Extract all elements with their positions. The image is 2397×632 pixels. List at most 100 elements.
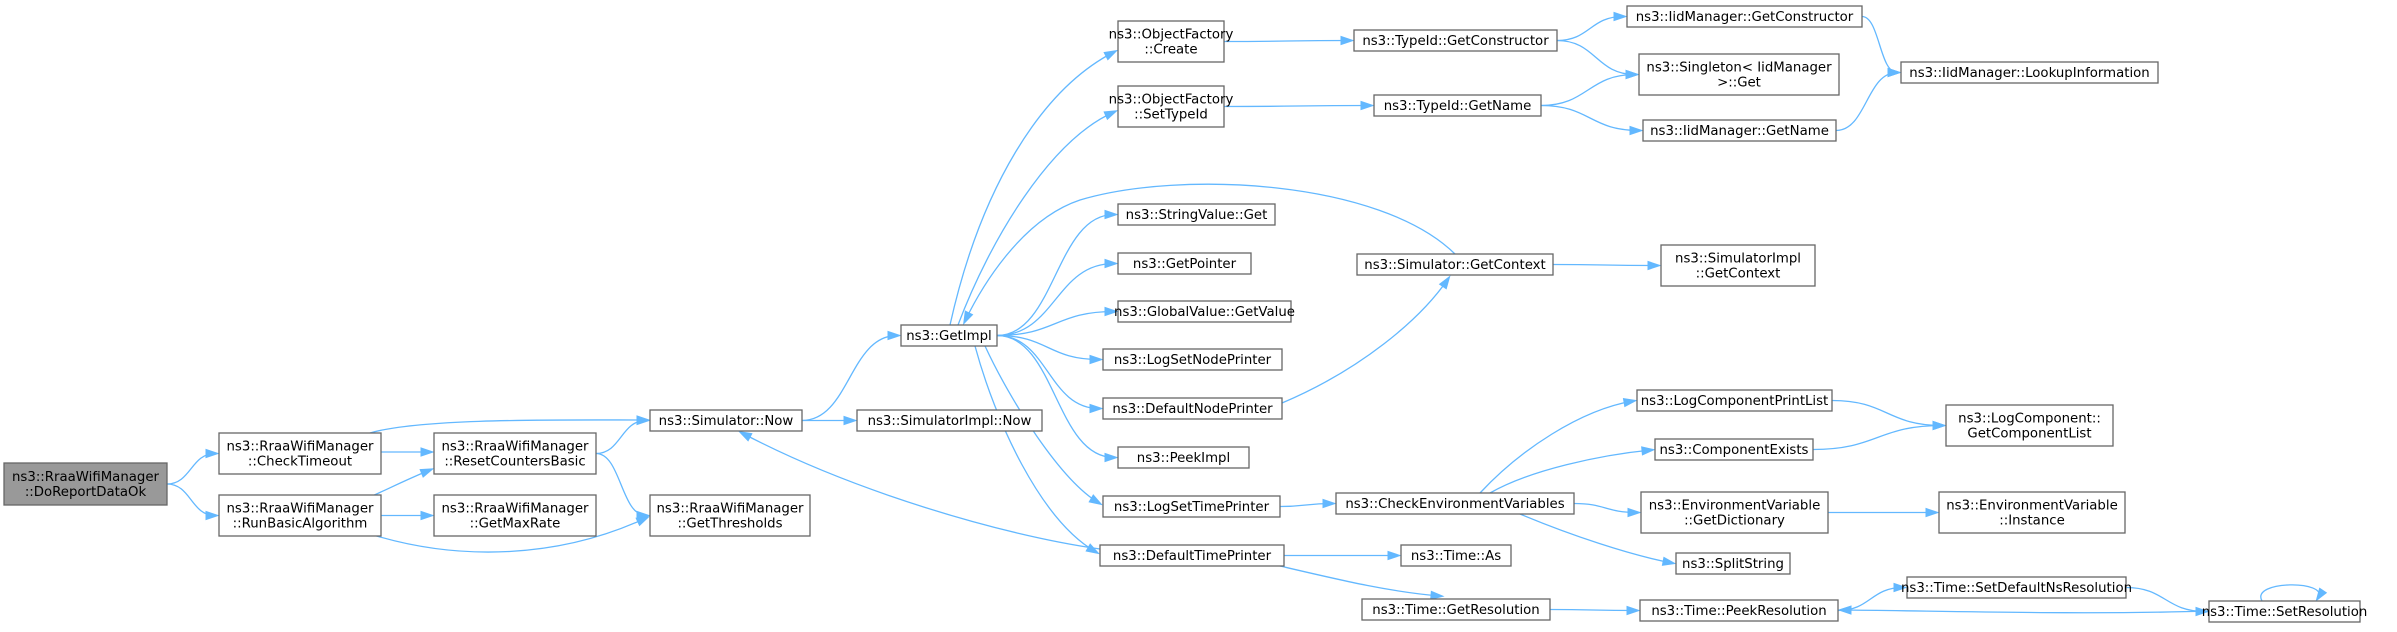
arrowhead <box>419 468 435 478</box>
edge-ns3-time-peekresolution-to-ns3-time-setdefaultnsresolution <box>1837 582 1908 612</box>
node-ns3-rraawifimanager-doreportdataok: ns3::RraaWifiManager::DoReportDataOk <box>3 462 168 506</box>
arrowhead <box>1340 35 1355 46</box>
node-label-line: GetComponentList <box>1967 427 2091 442</box>
node-ns3-logcomponentprintlist[interactable]: ns3::LogComponentPrintList <box>1636 389 1833 412</box>
node-ns3-objectfactory-create[interactable]: ns3::ObjectFactory::Create <box>1109 20 1234 63</box>
node-ns3-simulatorimpl-now[interactable]: ns3::SimulatorImpl::Now <box>856 409 1043 432</box>
edge-ns3-time-setresolution-to-ns3-time-setresolution <box>2260 584 2328 602</box>
node-ns3-environmentvariable-getdictionary[interactable]: ns3::EnvironmentVariable::GetDictionary <box>1640 491 1829 534</box>
node-box <box>1654 438 1814 461</box>
edge-line <box>996 334 1100 361</box>
node-ns3-logsettimeprinter[interactable]: ns3::LogSetTimePrinter <box>1102 495 1281 518</box>
edge-ns3-getimpl-to-ns3-stringvalue-get <box>996 209 1119 337</box>
node-ns3-stringvalue-get[interactable]: ns3::StringValue::Get <box>1117 203 1276 226</box>
edge-line <box>369 419 647 434</box>
node-ns3-time-getresolution[interactable]: ns3::Time::GetResolution <box>1361 598 1551 621</box>
edge-line <box>1861 15 1898 74</box>
edge-line <box>974 345 1097 553</box>
node-ns3-defaulttimeprinter[interactable]: ns3::DefaultTimePrinter <box>1099 544 1285 567</box>
edge-ns3-time-setresolution-to-ns3-time-peekresolution <box>1837 605 2210 615</box>
arrowhead <box>1641 446 1656 456</box>
nodes-layer: ns3::RraaWifiManager::DoReportDataOkns3:… <box>3 5 2368 623</box>
node-ns3-defaultnodeprinter[interactable]: ns3::DefaultNodePrinter <box>1102 397 1283 420</box>
node-ns3-rraawifimanager-getthresholds[interactable]: ns3::RraaWifiManager::GetThresholds <box>649 494 811 537</box>
node-ns3-componentexists[interactable]: ns3::ComponentExists <box>1654 438 1814 461</box>
node-label-line: ns3::EnvironmentVariable <box>1946 499 2118 514</box>
node-box <box>1638 53 1840 96</box>
node-ns3-splitstring[interactable]: ns3::SplitString <box>1675 552 1791 575</box>
node-label-line: ns3::TypeId::GetName <box>1384 99 1532 114</box>
node-ns3-environmentvariable-instance[interactable]: ns3::EnvironmentVariable::Instance <box>1938 491 2126 534</box>
node-ns3-time-setresolution[interactable]: ns3::Time::SetResolution <box>2202 600 2368 623</box>
node-box <box>1117 203 1276 226</box>
arrowhead <box>1932 420 1947 431</box>
edge-ns3-rraawifimanager-doreportdataok-to-ns3-rraawifimanager-runbasicalgorithm <box>166 483 220 521</box>
node-ns3-typeid-getconstructor[interactable]: ns3::TypeId::GetConstructor <box>1353 29 1558 52</box>
node-label-line: ::ResetCountersBasic <box>444 455 585 470</box>
edge-line <box>801 334 898 422</box>
node-ns3-globalvalue-getvalue[interactable]: ns3::GlobalValue::GetValue <box>1114 300 1295 323</box>
node-ns3-checkenvironmentvariables[interactable]: ns3::CheckEnvironmentVariables <box>1335 492 1575 515</box>
node-ns3-rraawifimanager-checktimeout[interactable]: ns3::RraaWifiManager::CheckTimeout <box>218 432 382 475</box>
edge-ns3-getimpl-to-ns3-logsettimeprinter <box>984 345 1103 506</box>
node-ns3-simulator-getcontext[interactable]: ns3::Simulator::GetContext <box>1356 253 1554 276</box>
node-box <box>900 324 998 347</box>
node-ns3-rraawifimanager-getmaxrate[interactable]: ns3::RraaWifiManager::GetMaxRate <box>433 494 597 537</box>
node-ns3-getpointer[interactable]: ns3::GetPointer <box>1117 252 1252 275</box>
arrowhead <box>1647 260 1662 271</box>
node-ns3-rraawifimanager-resetcountersbasic[interactable]: ns3::RraaWifiManager::ResetCountersBasic <box>433 432 597 475</box>
node-ns3-iidmanager-getconstructor[interactable]: ns3::IidManager::GetConstructor <box>1626 5 1863 28</box>
edge-ns3-rraawifimanager-doreportdataok-to-ns3-rraawifimanager-checktimeout <box>166 448 220 485</box>
node-label-line: ns3::SimulatorImpl <box>1675 252 1801 267</box>
node-ns3-objectfactory-settypeid[interactable]: ns3::ObjectFactory::SetTypeId <box>1109 85 1234 128</box>
arrowhead <box>1430 590 1445 600</box>
node-box <box>1117 85 1225 128</box>
edge-line <box>1549 608 1637 612</box>
node-ns3-time-peekresolution[interactable]: ns3::Time::PeekResolution <box>1639 599 1839 622</box>
node-ns3-logsetnodeprinter[interactable]: ns3::LogSetNodePrinter <box>1102 348 1283 371</box>
node-label-line: ns3::LogSetTimePrinter <box>1114 500 1270 515</box>
arrowhead <box>420 510 435 521</box>
node-label-line: ns3::RraaWifiManager <box>442 502 590 517</box>
edge-line <box>1812 424 1943 451</box>
node-box <box>1636 389 1833 412</box>
node-box <box>1400 544 1512 567</box>
edge-ns3-getimpl-to-ns3-globalvalue-getvalue <box>996 306 1119 337</box>
node-label-line: ns3::TypeId::GetConstructor <box>1362 34 1549 49</box>
node-label-line: ns3::IidManager::GetConstructor <box>1636 10 1854 25</box>
node-box <box>1102 495 1281 518</box>
node-ns3-iidmanager-getname[interactable]: ns3::IidManager::GetName <box>1642 119 1837 142</box>
arrowhead <box>420 447 435 457</box>
node-label-line: ns3::DefaultTimePrinter <box>1113 549 1272 564</box>
edge-ns3-getimpl-to-ns3-objectfactory-create <box>949 49 1119 326</box>
edge-ns3-checkenvironmentvariables-to-ns3-logcomponentprintlist <box>1479 397 1638 494</box>
node-box <box>1361 598 1551 621</box>
edge-ns3-rraawifimanager-resetcountersbasic-to-ns3-rraawifimanager-getthresholds <box>595 452 651 521</box>
node-box <box>1102 397 1283 420</box>
arrowhead <box>1613 11 1628 22</box>
arrowhead <box>1887 67 1902 78</box>
edge-line <box>1223 39 1351 43</box>
node-ns3-logcomponent-getcomponentlist[interactable]: ns3::LogComponent::GetComponentList <box>1945 404 2114 447</box>
node-ns3-rraawifimanager-runbasicalgorithm[interactable]: ns3::RraaWifiManager::RunBasicAlgorithm <box>218 494 382 537</box>
edge-ns3-defaultnodeprinter-to-ns3-simulator-getcontext <box>1281 275 1451 404</box>
node-ns3-time-as[interactable]: ns3::Time::As <box>1400 544 1512 567</box>
node-ns3-iidmanager-lookupinformation[interactable]: ns3::IidManager::LookupInformation <box>1900 61 2159 84</box>
node-ns3-simulatorimpl-getcontext[interactable]: ns3::SimulatorImpl::GetContext <box>1660 244 1816 287</box>
node-ns3-typeid-getname[interactable]: ns3::TypeId::GetName <box>1373 94 1542 117</box>
edge-ns3-getimpl-to-ns3-defaulttimeprinter <box>974 345 1100 555</box>
edge-line <box>369 517 647 553</box>
node-label-line: ns3::Simulator::GetContext <box>1364 258 1545 273</box>
node-label-line: ns3::PeekImpl <box>1137 451 1230 466</box>
edge-ns3-rraawifimanager-resetcountersbasic-to-ns3-simulator-now <box>595 415 651 455</box>
node-ns3-simulator-now[interactable]: ns3::Simulator::Now <box>649 409 803 432</box>
node-box <box>1356 253 1554 276</box>
node-ns3-getimpl[interactable]: ns3::GetImpl <box>900 324 998 347</box>
node-label-line: ns3::ComponentExists <box>1659 443 1808 458</box>
edge-line <box>1540 104 1640 132</box>
edge-line <box>996 213 1115 337</box>
node-ns3-peekimpl[interactable]: ns3::PeekImpl <box>1117 446 1250 469</box>
arrowhead <box>737 430 753 442</box>
node-ns3-singleton-iidmanager-get[interactable]: ns3::Singleton< IidManager >::Get <box>1638 53 1840 96</box>
node-ns3-time-setdefaultnsresolution[interactable]: ns3::Time::SetDefaultNsResolution <box>1901 576 2132 599</box>
